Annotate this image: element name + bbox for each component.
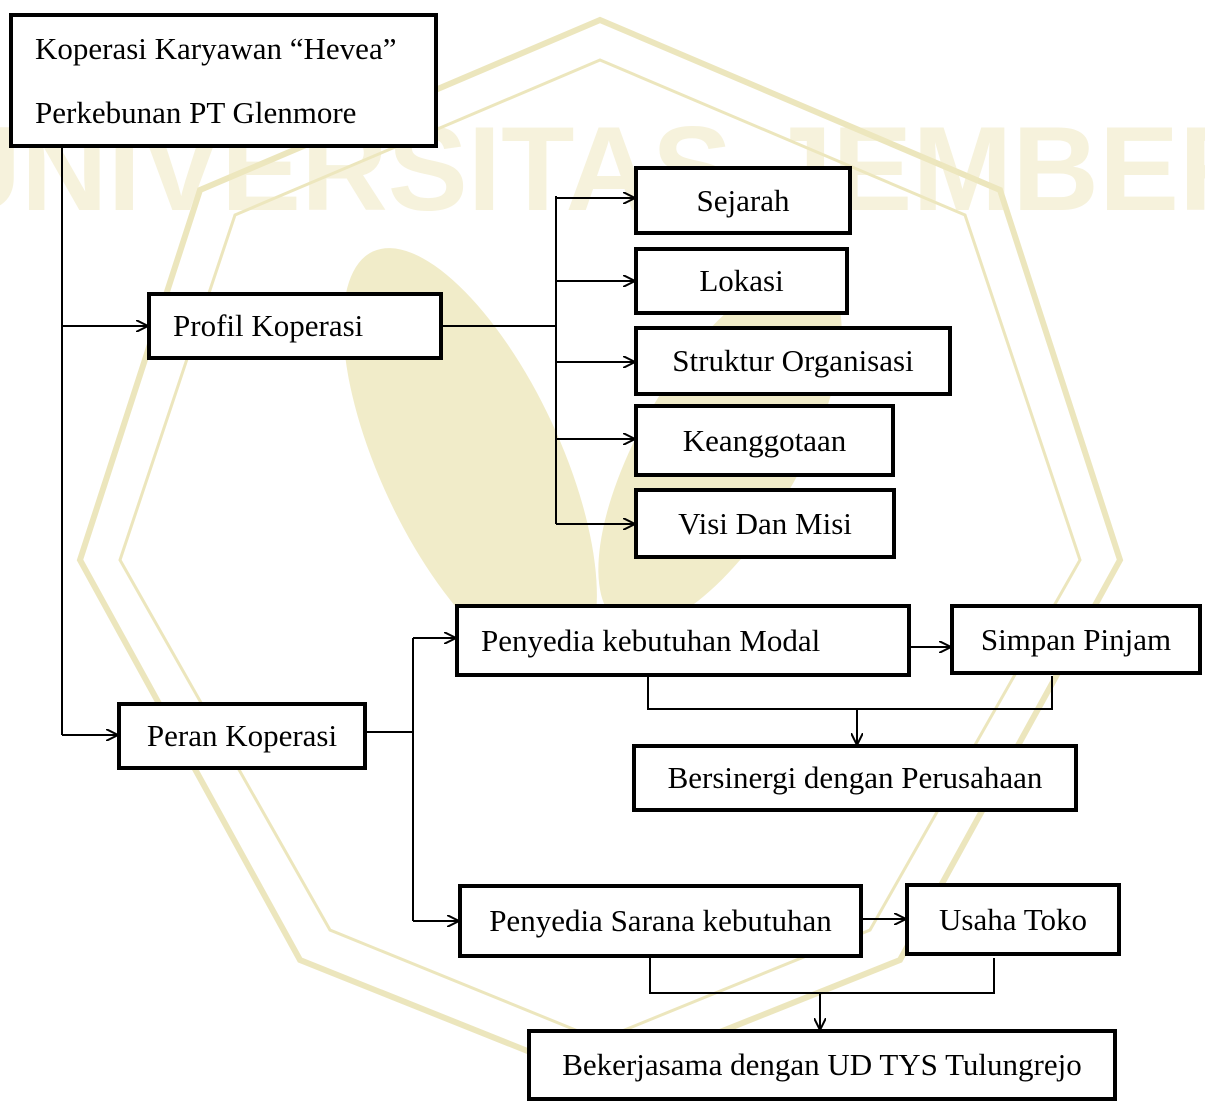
simpan-pinjam-box: Simpan Pinjam	[950, 604, 1202, 675]
penyedia-modal-box: Penyedia kebutuhan Modal	[455, 604, 911, 677]
bersinergi-box: Bersinergi dengan Perusahaan	[632, 744, 1078, 812]
root-line2: Perkebunan PT Glenmore	[35, 94, 357, 130]
lokasi-box: Lokasi	[634, 247, 849, 315]
penyedia-sarana-box: Penyedia Sarana kebutuhan	[458, 884, 863, 958]
profil-koperasi-box: Profil Koperasi	[147, 292, 443, 360]
usaha-toko-box: Usaha Toko	[905, 883, 1121, 956]
keanggotaan-box: Keanggotaan	[634, 404, 895, 477]
peran-koperasi-box: Peran Koperasi	[117, 702, 367, 770]
root-line1: Koperasi Karyawan “Hevea”	[35, 30, 397, 66]
root-box: Koperasi Karyawan “Hevea” Perkebunan PT …	[9, 13, 438, 148]
merge-modal-simpan	[647, 676, 1053, 710]
struktur-organisasi-box: Struktur Organisasi	[634, 326, 952, 396]
merge-sarana-toko	[649, 958, 995, 994]
sejarah-box: Sejarah	[634, 166, 852, 235]
bekerjasama-box: Bekerjasama dengan UD TYS Tulungrejo	[527, 1029, 1117, 1101]
visi-dan-misi-box: Visi Dan Misi	[634, 488, 896, 559]
